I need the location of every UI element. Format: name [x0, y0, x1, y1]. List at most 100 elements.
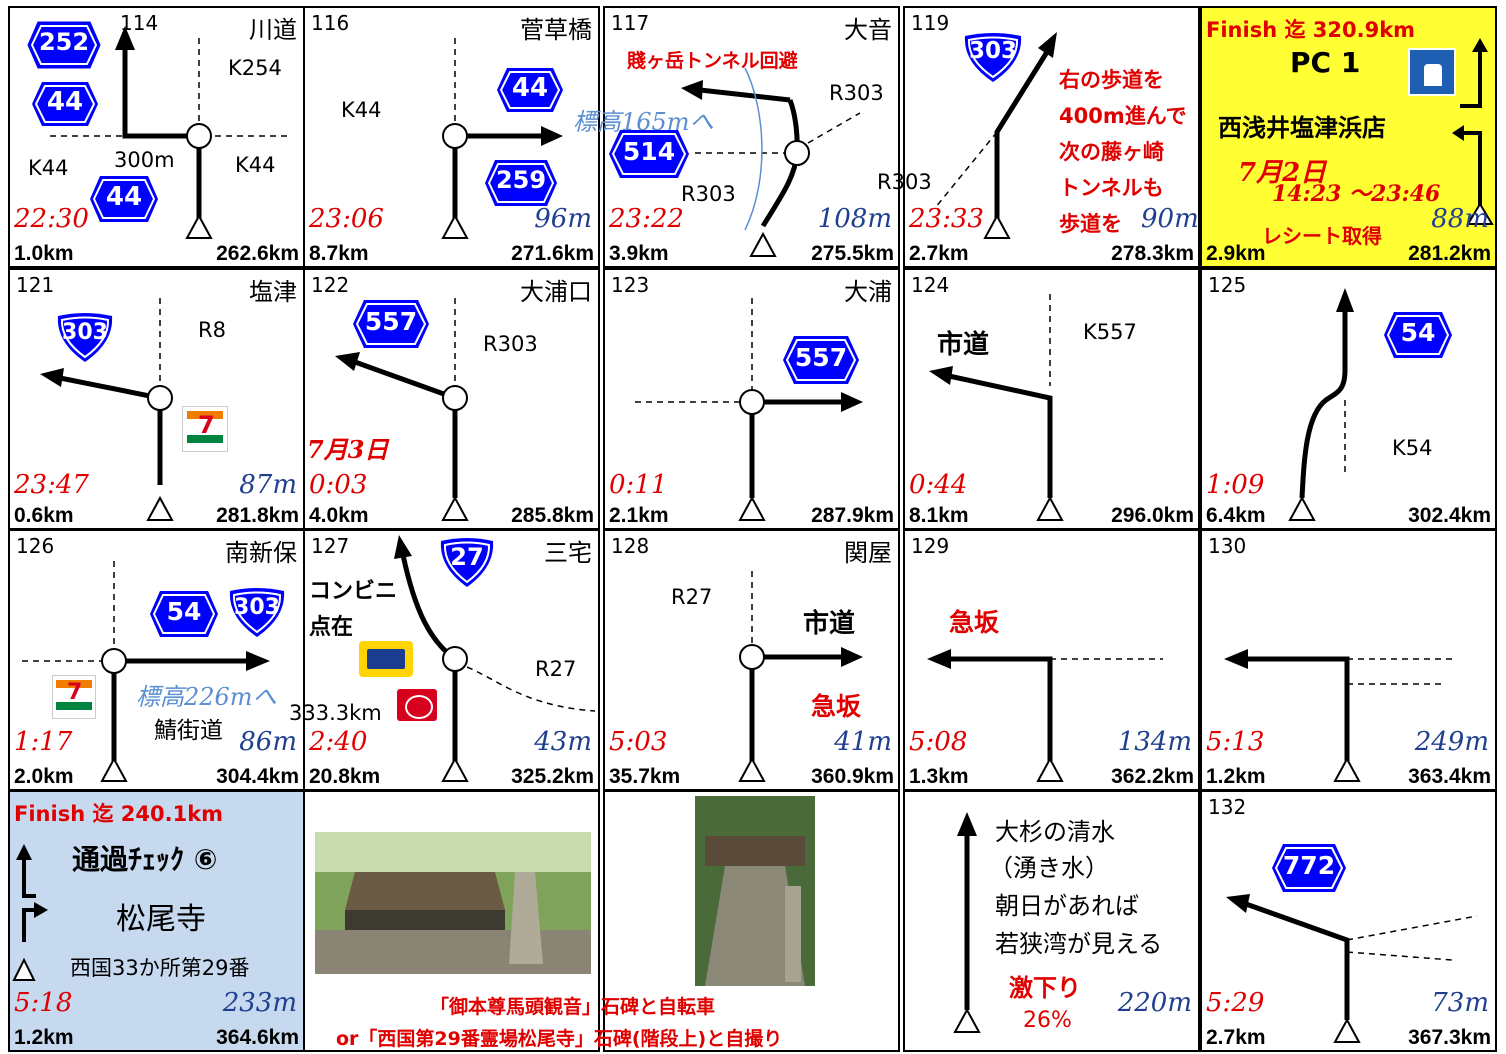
note: 400m進んで: [1059, 104, 1187, 128]
national-route-shield-303: 303: [961, 32, 1025, 84]
finish-distance: Finish 迄 320.9km: [1206, 18, 1416, 42]
place-name: 大音: [844, 16, 892, 44]
cue-number: 117: [611, 11, 650, 35]
place-name: 川道: [249, 16, 297, 44]
elevation: 41m: [834, 727, 892, 757]
total-distance: 275.5km: [811, 242, 894, 265]
time: 2:40: [309, 727, 368, 757]
road-label: R303: [829, 81, 884, 105]
seven-eleven-logo: 7: [182, 406, 228, 452]
national-route-shield-303: 303: [226, 587, 288, 639]
cue-number: 114: [120, 11, 159, 35]
route-shield-557: 557: [781, 334, 861, 386]
time: 0:11: [609, 470, 668, 500]
elevation: 43m: [534, 727, 592, 757]
spring-note: （湧き水）: [989, 854, 1109, 882]
route-diagram: [1452, 38, 1494, 225]
segment-distance: 6.4km: [1206, 504, 1266, 527]
road-label: K44: [235, 153, 276, 177]
route-diagram: [927, 649, 1163, 782]
route-diagram: [1288, 288, 1354, 521]
cue-116: 116 菅草橋 K44 44 259 23:06 96m 8.7km 271.6…: [303, 6, 600, 268]
time: 23:22: [609, 204, 684, 234]
place-name: 関屋: [844, 539, 892, 567]
open-hours: 14:23 ～23:46: [1272, 181, 1441, 207]
cue-119: 119 303 R303 右の歩道を 400m進んで 次の藤ヶ崎 トンネルも 歩…: [877, 6, 1200, 268]
elevation: 134m: [1117, 727, 1192, 757]
cue-128: 128 関屋 R27 市道 急坂 5:03 41m 35.7km 360.9km: [603, 529, 900, 791]
cue-121: 121 塩津 R8 303 7 23:47 87m 0.6km 281.8km: [8, 268, 305, 530]
spring-name: 大杉の清水: [995, 818, 1115, 846]
receipt-note: レシート取得: [1262, 224, 1382, 248]
grade: 26%: [1023, 1008, 1072, 1033]
cue-number: 127: [311, 534, 350, 558]
cue-number: 125: [1208, 273, 1247, 297]
route-diagram: [1224, 649, 1457, 782]
road-label: K54: [1392, 436, 1433, 460]
route-diagram: [441, 38, 563, 239]
city-road-label: 市道: [803, 609, 856, 639]
road-label: R303: [877, 170, 932, 194]
place-name: 菅草橋: [520, 16, 592, 44]
route-shield-54: 54: [148, 589, 220, 639]
time: 23:47: [14, 470, 89, 500]
route-shield-44: 44: [88, 174, 160, 224]
checkpoint-6: Finish 迄 240.1km 通過ﾁｪｯｸ ⑥ 松尾寺 西国33か所第29番…: [8, 790, 305, 1052]
temple-stone-photo: [315, 832, 591, 974]
shop-name: 西浅井塩津浜店: [1218, 114, 1386, 142]
road-label: K44: [28, 156, 69, 180]
photo-cell-2: [603, 790, 900, 1052]
date: 7月2日: [1238, 158, 1327, 188]
place-name: 三宅: [544, 539, 592, 567]
time: 23:06: [309, 204, 384, 234]
total-distance: 325.2km: [511, 765, 594, 788]
route-shield-259: 259: [483, 158, 559, 208]
total-distance: 262.6km: [216, 242, 299, 265]
time: 5:29: [1206, 988, 1265, 1018]
road-label: K254: [228, 56, 282, 80]
total-distance: 362.2km: [1111, 765, 1194, 788]
view-note: 若狭湾が見える: [995, 930, 1163, 958]
elevation-note: 標高226mへ: [136, 683, 277, 711]
cue-number: 132: [1208, 795, 1247, 819]
total-distance: 281.2km: [1408, 242, 1491, 265]
elevation: 108m: [817, 204, 892, 234]
segment-distance: 1.0km: [14, 242, 74, 265]
seven-eleven-logo: 7: [52, 675, 96, 719]
place-name: 大浦口: [520, 278, 592, 306]
segment-distance: 8.1km: [909, 504, 969, 527]
segment-distance: 2.7km: [1206, 1026, 1266, 1049]
convenience-note: コンビニ: [309, 579, 398, 604]
route-shield-772: 772: [1270, 842, 1348, 894]
total-distance: 302.4km: [1408, 504, 1491, 527]
road-label: K557: [1083, 320, 1137, 344]
city-road-label: 市道: [937, 330, 990, 360]
road-label: R8: [198, 318, 226, 342]
national-route-shield-303: 303: [54, 312, 116, 364]
steep-slope-note: 急坂: [811, 692, 862, 721]
road-name: 鯖街道: [154, 718, 223, 744]
time: 1:17: [14, 727, 73, 757]
view-note: 朝日があれば: [995, 892, 1139, 920]
road-label: K44: [341, 98, 382, 122]
note: 歩道を: [1059, 212, 1122, 236]
place-name: 南新保: [225, 539, 297, 567]
segment-distance: 2.9km: [1206, 242, 1266, 265]
cue-number: 128: [611, 534, 650, 558]
route-diagram: [635, 298, 863, 521]
elevation: 90m: [1141, 204, 1199, 234]
total-distance: 367.3km: [1408, 1026, 1491, 1049]
water-spring-cell: 大杉の清水 （湧き水） 朝日があれば 若狭湾が見える 激下り 26% 220m: [903, 790, 1200, 1052]
note: トンネルも: [1059, 176, 1164, 200]
date: 7月3日: [307, 435, 389, 464]
total-distance: 287.9km: [811, 504, 894, 527]
place-name: 大浦: [844, 278, 892, 306]
time: 1:09: [1206, 470, 1265, 500]
national-route-shield-27: 27: [437, 537, 497, 589]
elevation: 87m: [239, 470, 297, 500]
cue-number: 124: [911, 273, 950, 297]
photo-caption: or「西国第29番霊場松尾寺」石碑(階段上)と自撮り: [336, 1028, 783, 1050]
temple-name: 松尾寺: [116, 902, 206, 937]
cue-122: 122 大浦口 R303 557 7月3日 0:03 4.0km 285.8km: [303, 268, 600, 530]
route-shield-514: 514: [607, 128, 691, 180]
